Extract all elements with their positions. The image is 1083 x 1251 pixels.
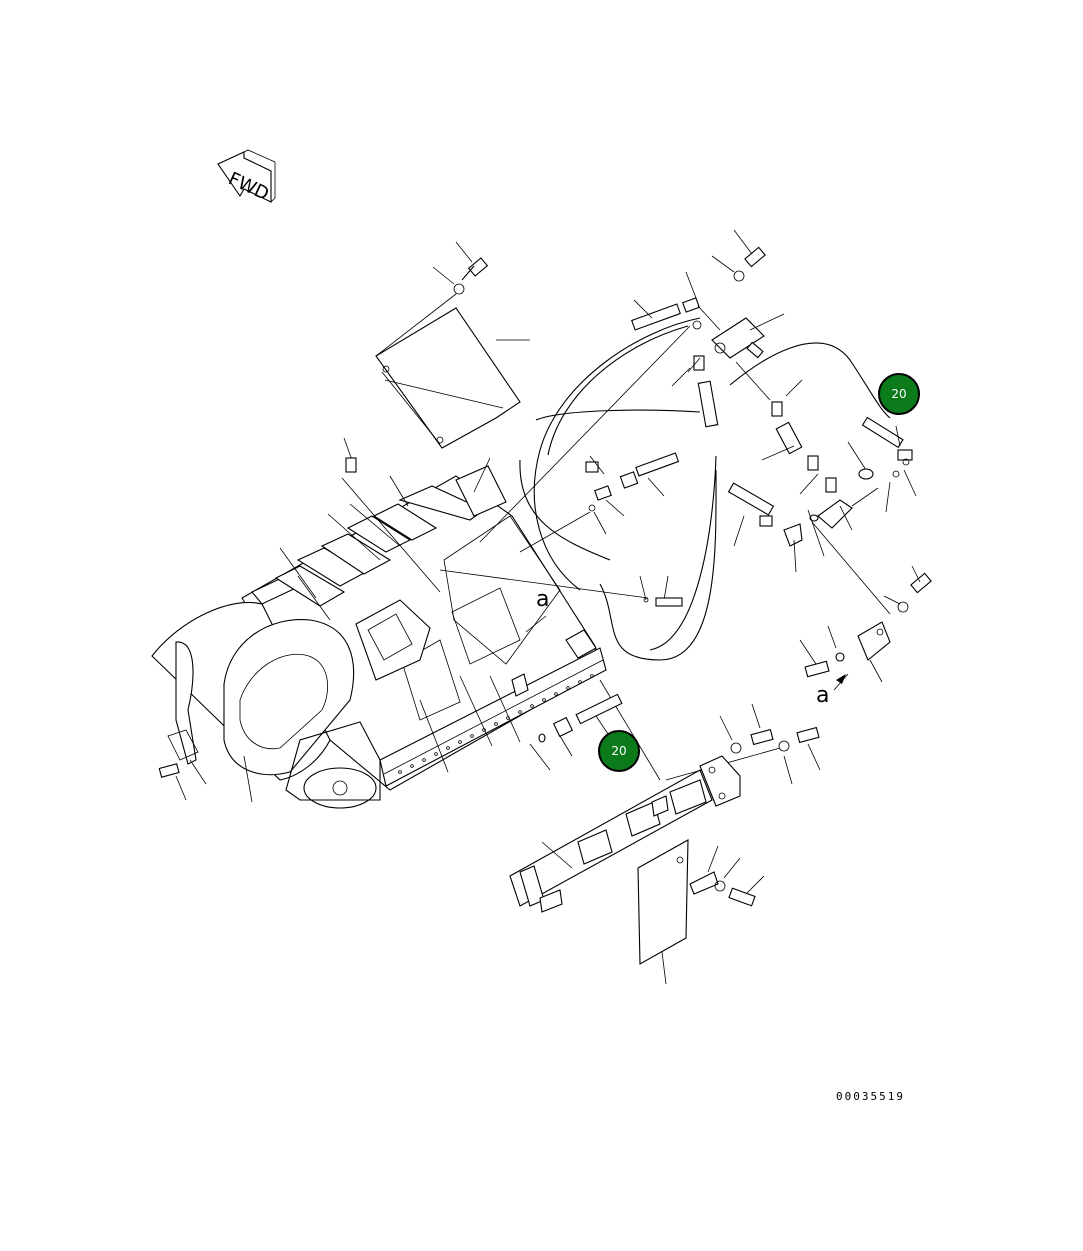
side-bracket-a [799, 565, 932, 691]
callout-badge[interactable]: 20 [598, 730, 640, 772]
hydraulic-hoses [519, 317, 891, 661]
bolt-step-top [719, 703, 821, 785]
step-bracket [509, 755, 741, 913]
plug-fitting [345, 457, 683, 633]
leader-lines [279, 325, 891, 781]
bolt-lower-left [158, 755, 253, 803]
fittings-right [761, 379, 837, 495]
callout-label: 20 [891, 387, 906, 401]
tee-fitting [807, 487, 879, 557]
mount-block [355, 599, 431, 681]
reference-letter-a: a [536, 587, 549, 612]
reference-arrow-icon [836, 674, 846, 684]
top-cover-plate [375, 307, 530, 449]
main-frame [151, 465, 607, 809]
reference-letter-a: a [816, 683, 829, 708]
hose-right-upper [847, 416, 917, 513]
deck-brackets [251, 465, 507, 607]
fwd-arrow-icon: FWD [217, 149, 276, 205]
hose-mid-fittings [585, 452, 680, 535]
bolt-top-left [375, 241, 489, 357]
bolt-top-right [711, 229, 766, 282]
hose-fitting-upper [631, 271, 721, 331]
rear-tank [151, 602, 355, 781]
document-number: 00035519 [836, 1090, 905, 1103]
valve-block [711, 313, 785, 401]
callout-badge[interactable]: 20 [878, 373, 920, 415]
lower-hose-fitting [538, 693, 623, 743]
rail-holes [398, 674, 594, 774]
hose-vertical [671, 355, 719, 428]
hose-lower-right [727, 482, 803, 573]
front-pulley [285, 721, 381, 809]
callout-label: 20 [611, 744, 626, 758]
bolt-step-right [689, 845, 765, 907]
step-plate [637, 839, 689, 985]
